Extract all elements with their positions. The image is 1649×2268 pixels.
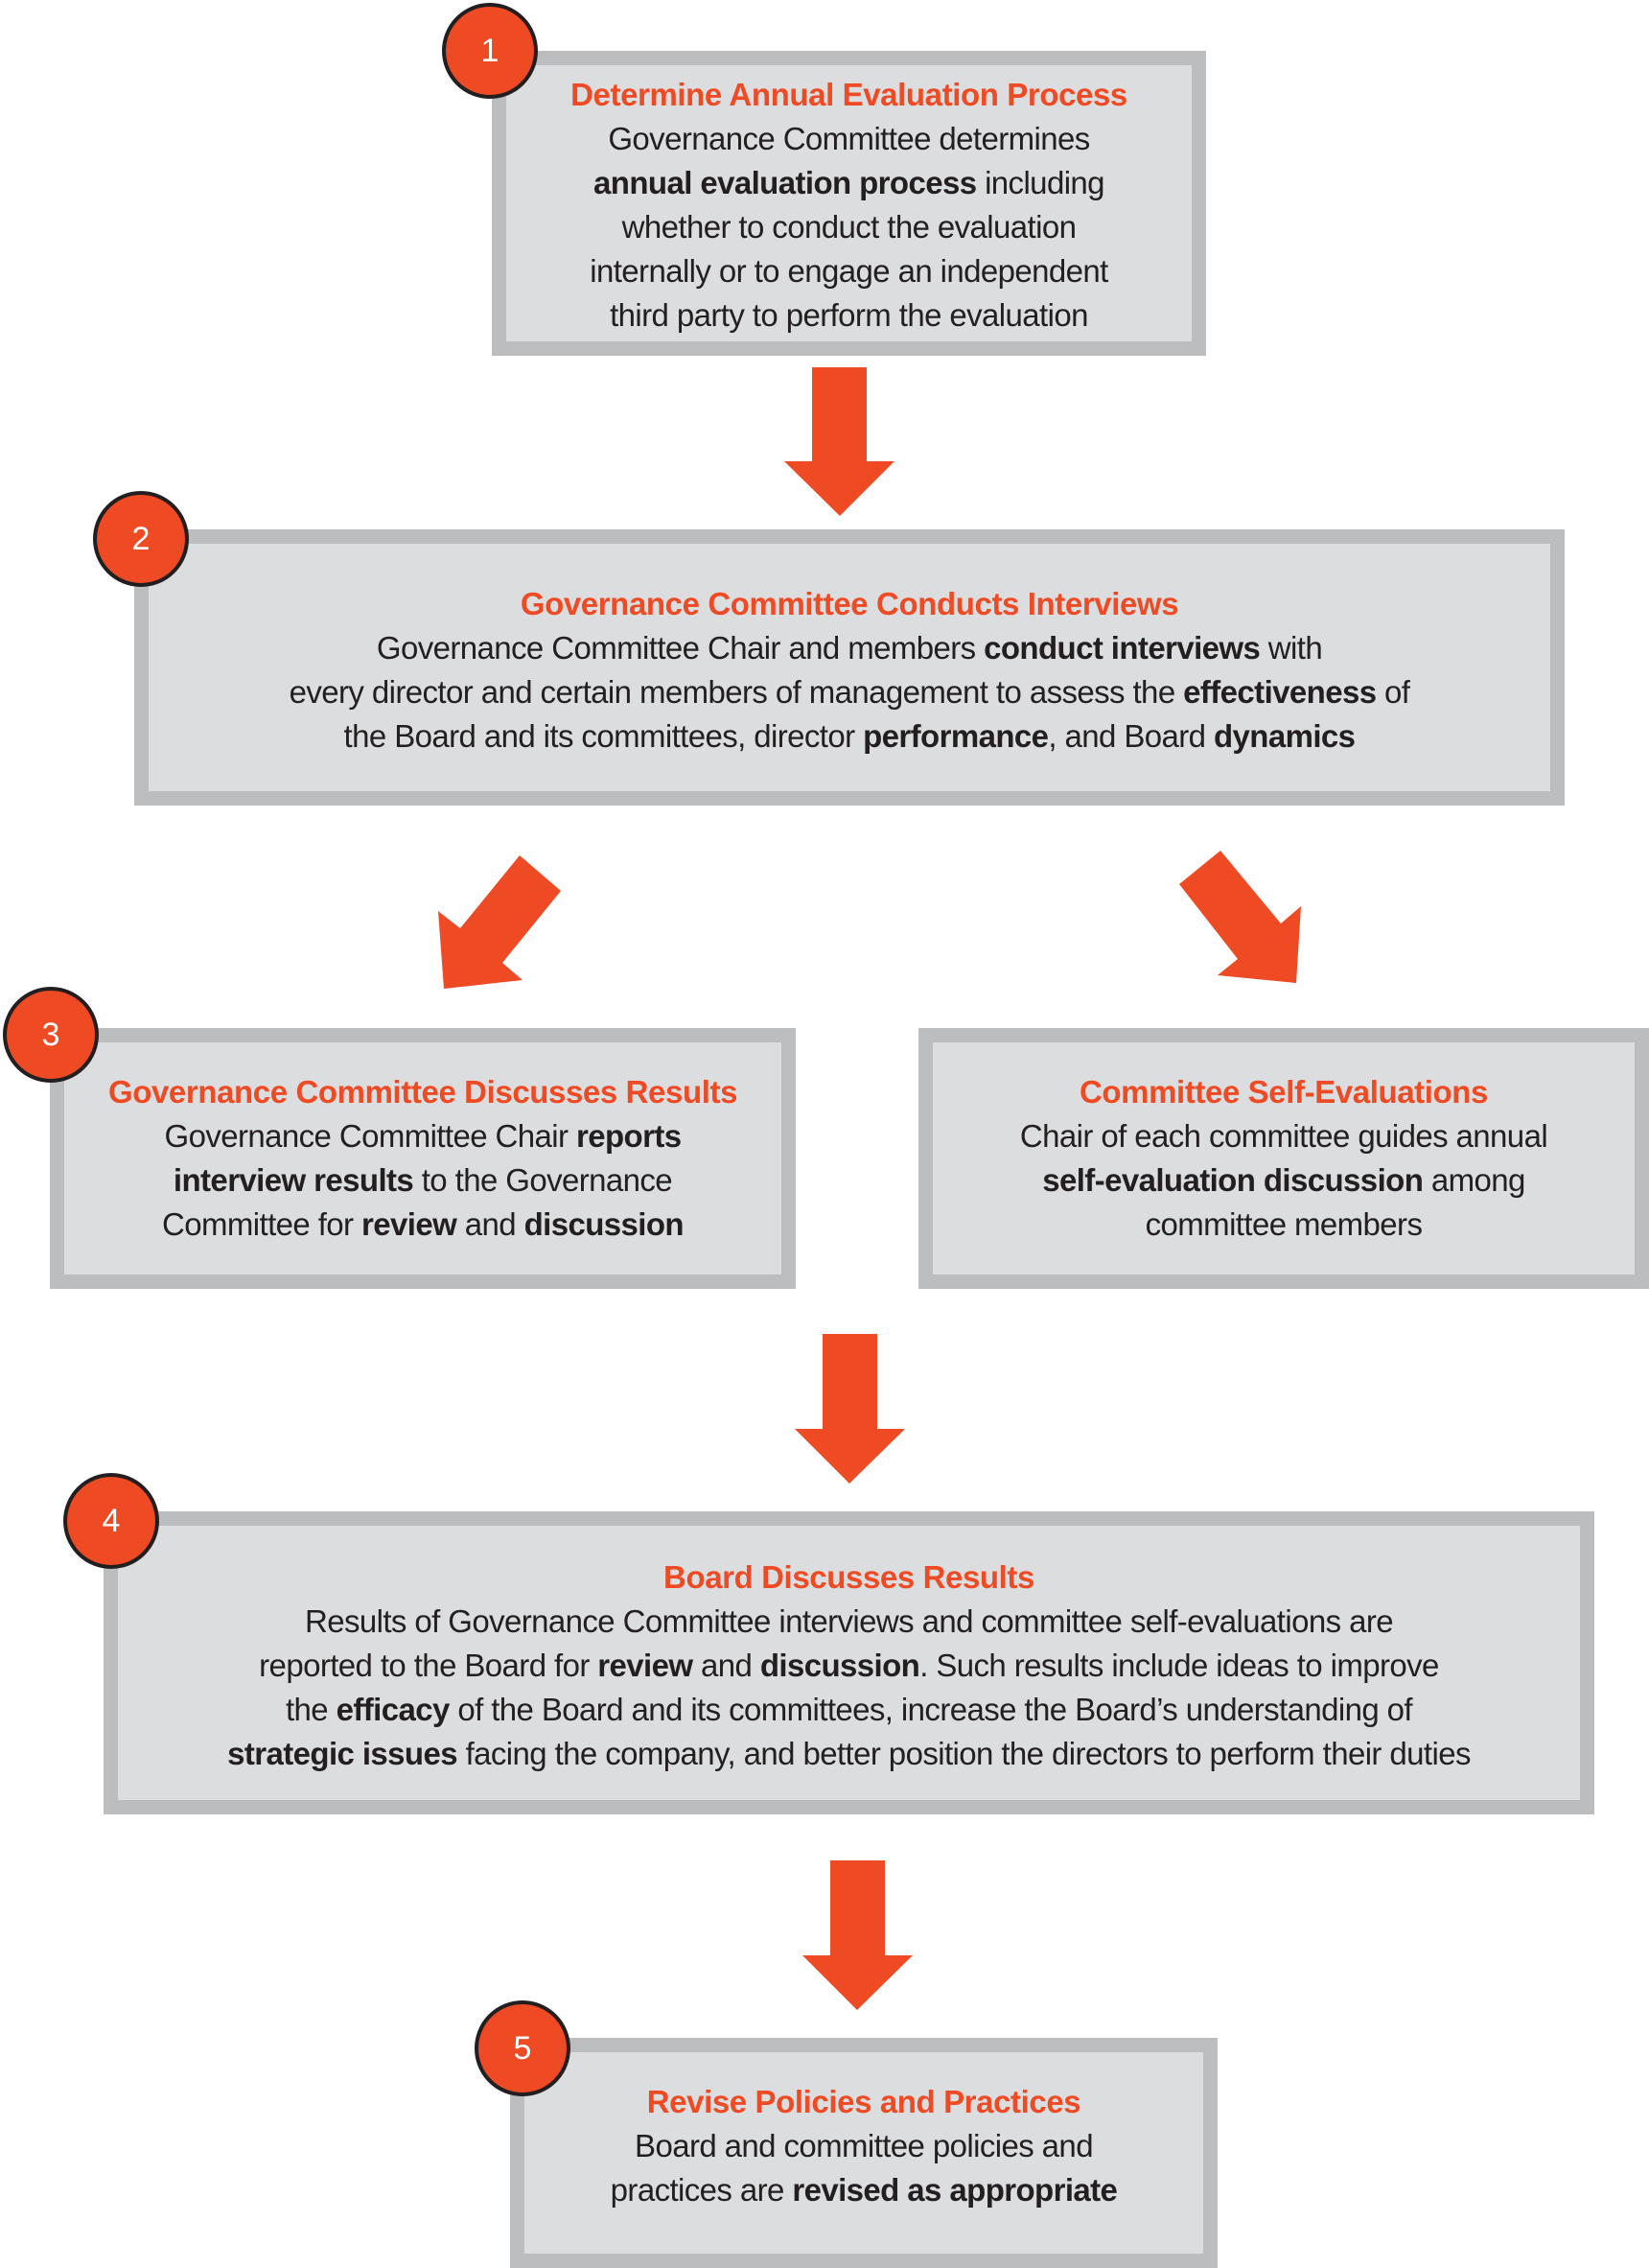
description-line: Committee for review and discussion (162, 1203, 685, 1247)
description-line: annual evaluation process including (590, 161, 1107, 205)
text-run: of the Board and its committees, increas… (449, 1692, 1412, 1727)
text-run: Board and committee policies and (635, 2128, 1094, 2163)
step-description: Results of Governance Committee intervie… (227, 1600, 1471, 1776)
step-4-box: Board Discusses Results Results of Gover… (104, 1511, 1594, 1814)
step-2-box: Governance Committee Conducts Interviews… (134, 529, 1565, 806)
description-line: the Board and its committees, director p… (290, 714, 1410, 759)
step-3-box: Governance Committee Discusses Results G… (50, 1028, 796, 1289)
emphasis-text: conduct interviews (984, 630, 1261, 666)
description-line: reported to the Board for review and dis… (227, 1644, 1471, 1688)
emphasis-text: self-evaluation discussion (1042, 1162, 1424, 1198)
text-run: Results of Governance Committee intervie… (304, 1603, 1394, 1639)
text-run: every director and certain members of ma… (289, 674, 1184, 710)
emphasis-text: revised as appropriate (792, 2172, 1118, 2208)
arrow-down-icon (784, 367, 894, 516)
description-line: the efficacy of the Board and its commit… (227, 1688, 1471, 1732)
text-run: facing the company, and better position … (457, 1736, 1472, 1771)
step-1-box: Determine Annual Evaluation Process Gove… (492, 51, 1206, 356)
text-run: internally or to engage an independent (590, 253, 1108, 289)
text-run: Chair of each committee guides annual (1019, 1118, 1548, 1154)
step-number-badge: 1 (442, 3, 538, 99)
arrow-down-left-icon (438, 855, 561, 989)
step-description: Chair of each committee guides annual sel… (1019, 1114, 1548, 1247)
arrow-down-icon (802, 1860, 913, 2010)
description-line: third party to perform the evaluation (590, 293, 1107, 338)
text-run: the (285, 1692, 337, 1727)
description-line: practices are revised as appropriate (611, 2168, 1118, 2212)
arrow-down-icon (795, 1334, 905, 1484)
step-title: Governance Committee Conducts Interviews (520, 586, 1179, 621)
description-line: interview results to the Governance (162, 1158, 684, 1203)
text-run: , and Board (1048, 718, 1214, 754)
step-number-badge: 2 (93, 491, 189, 587)
step-number-badge: 3 (3, 987, 99, 1083)
step-title: Determine Annual Evaluation Process (570, 77, 1127, 112)
description-line: every director and certain members of ma… (290, 670, 1410, 714)
text-run: the Board and its committees, director (343, 718, 864, 754)
description-line: strategic issues facing the company, and… (227, 1732, 1471, 1776)
text-run: . Such results include ideas to improve (919, 1648, 1439, 1683)
emphasis-text: reports (575, 1118, 682, 1154)
emphasis-text: discussion (759, 1648, 920, 1683)
step-number-badge: 4 (63, 1473, 159, 1569)
description-line: Governance Committee Chair reports (162, 1114, 684, 1158)
text-run: reported to the Board for (259, 1648, 598, 1683)
text-run: third party to perform the evaluation (610, 297, 1088, 333)
step-number-badge: 5 (475, 2000, 570, 2096)
text-run: Governance Committee determines (608, 121, 1090, 156)
step-description: Governance Committee Chair and members c… (290, 626, 1410, 759)
emphasis-text: review (597, 1648, 693, 1683)
step-title: Board Discusses Results (663, 1559, 1034, 1595)
text-run: to the Governance (413, 1162, 673, 1198)
emphasis-text: performance (863, 718, 1049, 754)
text-run: and (456, 1206, 524, 1242)
text-run: among (1423, 1162, 1526, 1198)
text-run: committee members (1145, 1206, 1423, 1242)
text-run: Committee for (162, 1206, 362, 1242)
description-line: Governance Committee Chair and members c… (290, 626, 1410, 670)
text-run: Governance Committee Chair (164, 1118, 576, 1154)
committee-self-evaluations-box: Committee Self-Evaluations Chair of each… (918, 1028, 1649, 1289)
text-run: and (692, 1648, 760, 1683)
step-description: Governance Committee determines annual ev… (590, 117, 1108, 338)
description-line: self-evaluation discussion among (1020, 1158, 1547, 1203)
step-title: Committee Self-Evaluations (1079, 1074, 1489, 1110)
text-run: with (1260, 630, 1323, 666)
text-run: Governance Committee Chair and members (376, 630, 985, 666)
text-run: of (1376, 674, 1410, 710)
step-title: Governance Committee Discusses Results (107, 1074, 738, 1110)
emphasis-text: interview results (173, 1162, 414, 1198)
emphasis-text: strategic issues (227, 1736, 457, 1771)
description-line: internally or to engage an independent (590, 249, 1108, 293)
description-line: Board and committee policies and (611, 2124, 1118, 2168)
description-line: Results of Governance Committee intervie… (227, 1600, 1471, 1644)
emphasis-text: dynamics (1213, 718, 1356, 754)
emphasis-text: effectiveness (1183, 674, 1377, 710)
description-line: Governance Committee determines (590, 117, 1107, 161)
text-run: practices are (610, 2172, 793, 2208)
step-title: Revise Policies and Practices (646, 2084, 1081, 2119)
emphasis-text: annual evaluation process (593, 165, 977, 200)
description-line: committee members (1020, 1203, 1547, 1247)
text-run: including (976, 165, 1104, 200)
step-description: Board and committee policies and practice… (611, 2124, 1118, 2212)
text-run: whether to conduct the evaluation (621, 209, 1077, 245)
emphasis-text: discussion (523, 1206, 685, 1242)
description-line: whether to conduct the evaluation (590, 205, 1107, 249)
emphasis-text: review (361, 1206, 457, 1242)
description-line: Chair of each committee guides annual (1019, 1114, 1548, 1158)
arrow-down-right-icon (1179, 851, 1301, 983)
emphasis-text: efficacy (336, 1692, 451, 1727)
